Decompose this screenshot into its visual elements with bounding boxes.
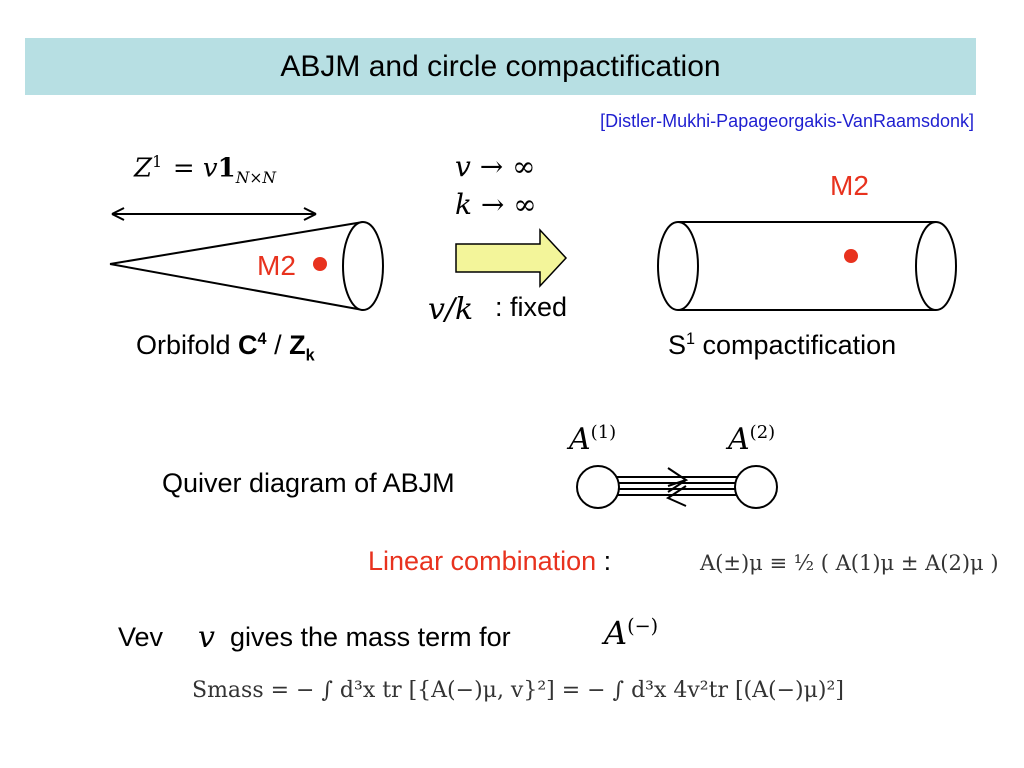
cone-base bbox=[342, 221, 384, 311]
vev-text: gives the mass term for bbox=[230, 622, 511, 652]
quiver-diagram bbox=[576, 465, 778, 509]
mass-term-formula: Smass = − ∫ d³x tr [{A(−)μ, v}²] = − ∫ d… bbox=[192, 678, 844, 703]
vev-field: A(−) bbox=[604, 614, 659, 652]
cylinder-right-end bbox=[915, 221, 957, 311]
cone-upper-edge bbox=[109, 221, 364, 265]
m2-dot-right bbox=[844, 249, 858, 263]
vev-symbol: v bbox=[198, 620, 215, 655]
cylinder bbox=[657, 221, 957, 311]
title-bar: ABJM and circle compactification bbox=[25, 38, 976, 95]
ratio-vk: v/k bbox=[428, 292, 474, 327]
linear-combination-formula: A(±)μ ≡ ½ ( A(1)μ ± A(2)μ ) bbox=[700, 551, 999, 575]
limit-v: v → ∞ bbox=[455, 150, 536, 183]
limit-arrow bbox=[455, 228, 568, 288]
quiver-node-2 bbox=[734, 465, 778, 509]
fixed-label: : fixed bbox=[495, 292, 568, 322]
limit-k: k → ∞ bbox=[455, 188, 537, 221]
m2-label-right: M2 bbox=[830, 170, 869, 201]
cone-lower-edge bbox=[109, 263, 364, 311]
linear-combination-label: Linear combination : bbox=[368, 546, 612, 576]
vev-prefix: Vev bbox=[118, 622, 164, 652]
citation: [Distler-Mukhi-Papageorgakis-VanRaamsdon… bbox=[600, 111, 974, 131]
m2-dot-left bbox=[313, 257, 327, 271]
quiver-label: Quiver diagram of ABJM bbox=[162, 468, 455, 498]
cylinder-left-end bbox=[657, 221, 699, 311]
slide-title: ABJM and circle compactification bbox=[280, 50, 721, 83]
quiver-node-1 bbox=[576, 465, 620, 509]
orbifold-caption: Orbifold C4 / Zk bbox=[136, 330, 315, 365]
orbifold-equation: Z1 = v1N×N bbox=[134, 153, 277, 187]
m2-label-left: M2 bbox=[257, 250, 296, 281]
s1-caption: S1 compactification bbox=[668, 330, 897, 360]
quiver-node-2-label: A(2) bbox=[728, 422, 776, 457]
orbifold-cone bbox=[109, 221, 384, 311]
length-double-arrow bbox=[111, 207, 317, 221]
quiver-node-1-label: A(1) bbox=[569, 422, 617, 457]
